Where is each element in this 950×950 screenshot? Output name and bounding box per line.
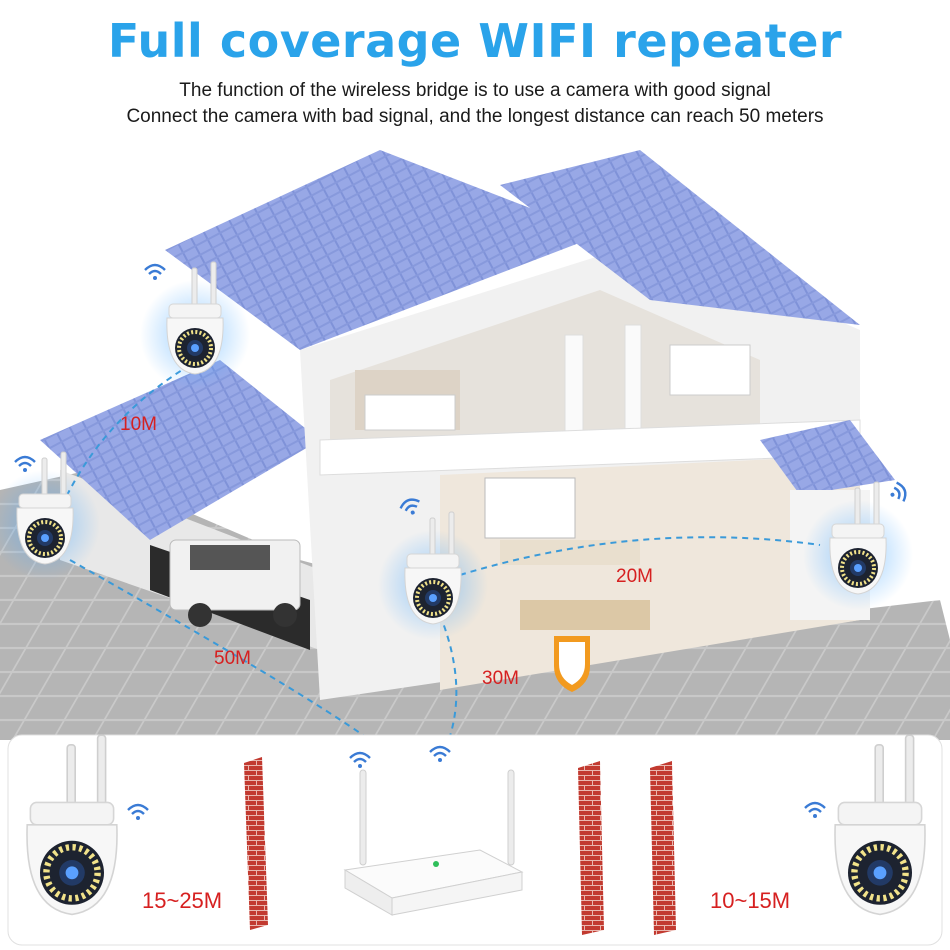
brick-wall-icon — [650, 761, 676, 935]
wifi-signal-icon — [143, 263, 167, 282]
wifi-signal-icon — [13, 455, 37, 474]
garage — [40, 360, 320, 650]
subtitle-line-1: The function of the wireless bridge is t… — [179, 80, 771, 101]
distance-label-30m: 30M — [482, 668, 519, 689]
distance-label-20m: 20M — [616, 566, 653, 587]
camera-icon — [164, 260, 226, 376]
distance-label-right: 10~15M — [710, 888, 791, 913]
page-title: Full coverage WIFI repeater — [107, 14, 843, 68]
brick-wall-icon — [244, 757, 268, 930]
router-icon — [343, 769, 524, 916]
shield-badge-icon — [554, 636, 590, 692]
subtitle-line-2: Connect the camera with bad signal, and … — [126, 106, 824, 127]
distance-label-left: 15~25M — [142, 888, 223, 913]
ground-tiles — [0, 470, 950, 740]
distance-label-10m: 10M — [120, 414, 157, 435]
wifi-signal-icon — [885, 479, 910, 507]
brick-wall-icon — [578, 761, 604, 935]
bridge-panel — [7, 734, 943, 946]
distance-label-50m: 50M — [214, 648, 251, 669]
